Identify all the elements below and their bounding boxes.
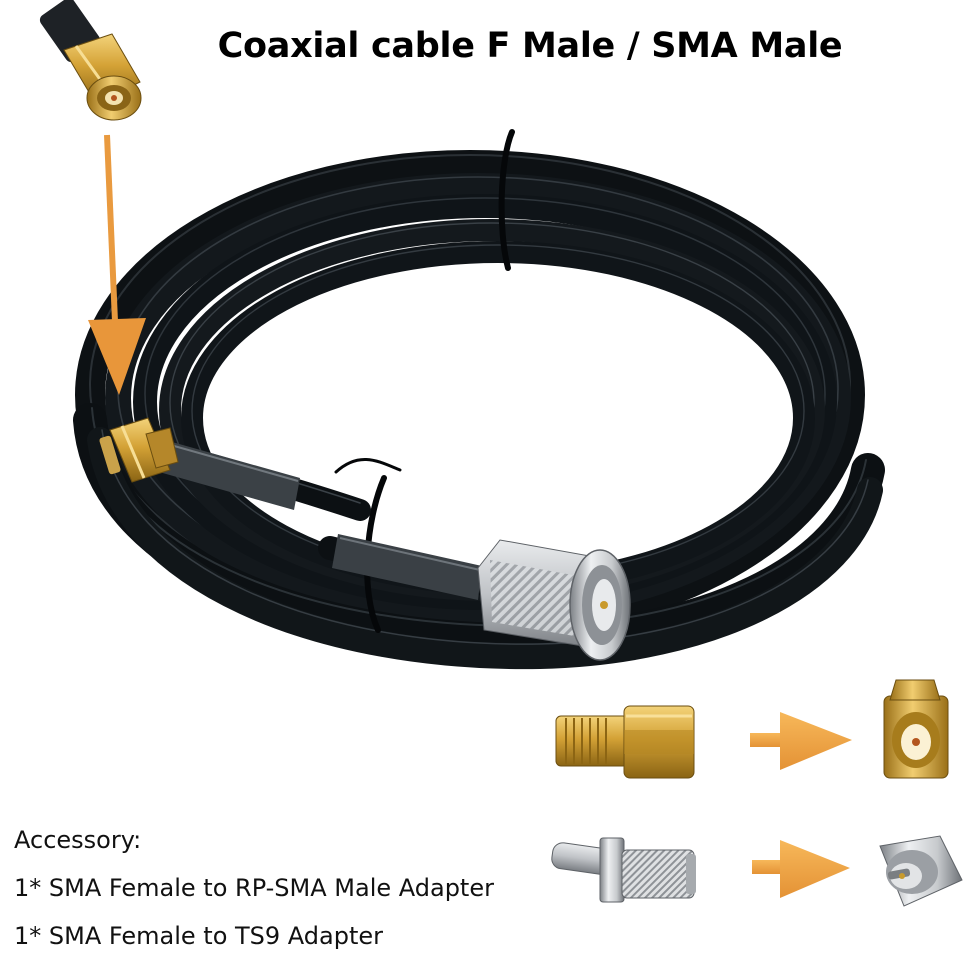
down-arrow-icon	[88, 134, 146, 395]
right-arrow-icon	[750, 712, 852, 770]
page-title: Coaxial cable F Male / SMA Male	[217, 26, 843, 66]
sma-connector-inset	[39, 0, 142, 121]
n-male-connector	[477, 539, 631, 661]
sma-female-to-ts9-adapter	[551, 837, 696, 903]
rp-sma-male-end-view	[883, 679, 949, 779]
heat-shrink-boot	[152, 438, 482, 600]
sma-female-to-rp-sma-male-adapter	[555, 705, 695, 779]
accessory-item-ts9-adapter: 1* SMA Female to TS9 Adapter	[14, 922, 384, 950]
ts9-end-view	[879, 835, 963, 907]
accessory-heading: Accessory:	[14, 826, 142, 854]
right-arrow-icon	[752, 840, 850, 898]
sma-male-connector	[99, 417, 179, 483]
accessory-item-rp-sma-adapter: 1* SMA Female to RP-SMA Male Adapter	[14, 874, 494, 902]
